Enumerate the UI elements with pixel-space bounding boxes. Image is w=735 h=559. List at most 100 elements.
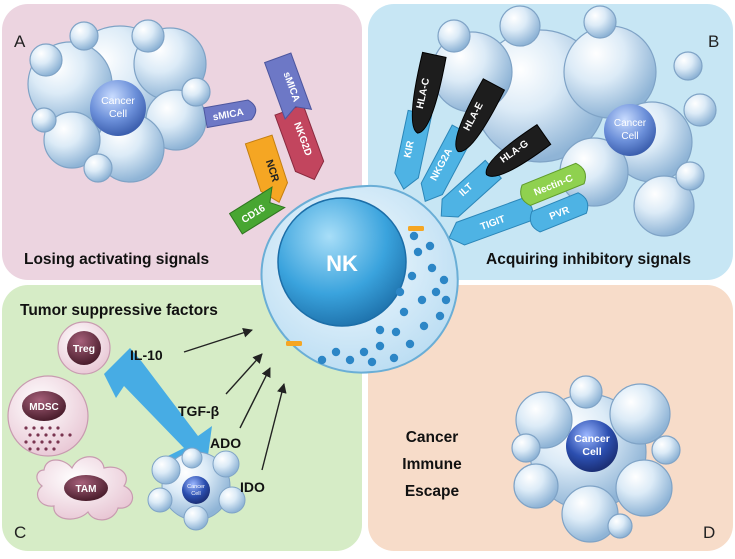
mdsc-granule (40, 440, 44, 444)
nk-cell: NK (260, 184, 459, 374)
nk-nucleus (277, 197, 407, 327)
nk-granule (375, 341, 385, 351)
mdsc-granule (56, 440, 60, 444)
mdsc-granule (28, 447, 32, 451)
nk-marker-1 (408, 226, 424, 231)
panel-d-letter: D (703, 523, 715, 542)
mdsc-granule (32, 440, 36, 444)
nk-granule (413, 247, 423, 257)
mdsc-granule (44, 447, 48, 451)
cancer-nucleus-a (90, 80, 146, 136)
tam-label: TAM (76, 484, 97, 495)
nk-granule (389, 353, 399, 363)
cancer-label-d-line1: Cancer (574, 433, 610, 445)
nk-granule (407, 271, 417, 281)
mdsc-granule (36, 433, 40, 437)
arrow-ido (261, 383, 287, 471)
mdsc-granule (60, 433, 64, 437)
receptor-nkg2d: NKG2D (274, 104, 325, 181)
cancer-label-b-line2: Cell (621, 131, 638, 142)
panel-b-caption: Acquiring inhibitory signals (486, 251, 691, 268)
mdsc-granule (48, 440, 52, 444)
cancer-cell-a: Cancer Cell (27, 19, 211, 183)
treg-label: Treg (73, 343, 95, 355)
induction-arrow (104, 348, 212, 470)
ligand-pvr: PVR (529, 192, 589, 233)
nk-granule (439, 275, 449, 285)
cancer-nucleus-b (604, 104, 656, 156)
panel-d-caption-line1: Cancer (406, 429, 459, 446)
mdsc-granule (52, 447, 56, 451)
nk-granules (317, 231, 451, 367)
panel-d-caption-line2: Immune (402, 456, 462, 473)
arrow-tgfb (225, 353, 263, 395)
factor-ido: IDO (240, 479, 265, 495)
mdsc-granule (28, 433, 32, 437)
cancer-label-c-line1: Cancer (187, 484, 205, 490)
factor-tgfb: TGF-β (178, 403, 220, 419)
nk-granule (441, 295, 451, 305)
nk-granule (345, 355, 355, 365)
nk-granule (331, 347, 341, 357)
mdsc-granule (32, 426, 36, 430)
nk-granule (417, 295, 427, 305)
smica-free: sMICA (203, 99, 257, 129)
cancer-nucleus-d (566, 420, 618, 472)
nk-granule (375, 325, 385, 335)
mdsc-granule (24, 426, 28, 430)
panel-d-caption-line3: Escape (405, 483, 460, 500)
cancer-cell-d: Cancer Cell (511, 375, 681, 543)
cancer-label-line1: Cancer (101, 95, 135, 107)
ligand-hla-g: HLA-G (485, 123, 552, 177)
cancer-cell-b: Cancer Cell (431, 5, 717, 237)
tam-cell: TAM (36, 456, 134, 521)
factor-ado: ADO (210, 435, 241, 451)
panel-a-caption: Losing activating signals (24, 251, 209, 268)
nk-granule (359, 347, 369, 357)
nk-granule (431, 287, 441, 297)
nk-granule (405, 339, 415, 349)
cancer-label-d-line2: Cell (582, 446, 601, 458)
factor-il10: IL-10 (130, 347, 163, 363)
cancer-cell-c: Cancer Cell (147, 447, 246, 531)
mdsc-granule (68, 433, 72, 437)
nk-granule (367, 357, 377, 367)
mdsc-granule (52, 433, 56, 437)
nk-granule (425, 241, 435, 251)
receptor-ncr: NCR (244, 134, 289, 203)
kir-label: KIR (402, 139, 417, 159)
mdsc-cell: MDSC (7, 375, 89, 457)
mdsc-label: MDSC (29, 402, 58, 413)
nk-label: NK (326, 251, 358, 276)
panel-a-letter: A (14, 32, 26, 51)
smica-bound: sMICA (263, 52, 313, 120)
nk-granule (427, 263, 437, 273)
nk-granule (391, 327, 401, 337)
treg-cell: Treg (57, 321, 111, 375)
panel-c-caption: Tumor suppressive factors (20, 302, 218, 319)
cancer-label-line2: Cell (109, 108, 127, 120)
mdsc-granule (44, 433, 48, 437)
arrow-il10 (183, 328, 253, 353)
nk-granule (399, 307, 409, 317)
cancer-label-b-line1: Cancer (614, 118, 647, 129)
nk-granule (435, 311, 445, 321)
mdsc-granule (36, 447, 40, 451)
ligand-hla-c: HLA-C (411, 51, 447, 134)
mdsc-granule (56, 426, 60, 430)
receptor-cd16: CD16 (228, 186, 286, 235)
nk-granule (419, 321, 429, 331)
nk-marker-2 (286, 341, 302, 346)
panel-b-letter: B (708, 32, 719, 51)
panel-c-letter: C (14, 523, 26, 542)
nk-granule (395, 287, 405, 297)
nk-granule (317, 355, 327, 365)
mdsc-granules (24, 426, 72, 451)
nk-granule (409, 231, 419, 241)
arrow-ado (239, 367, 271, 429)
mdsc-granule (24, 440, 28, 444)
smica-free-label: sMICA (212, 107, 245, 123)
mdsc-granule (40, 426, 44, 430)
